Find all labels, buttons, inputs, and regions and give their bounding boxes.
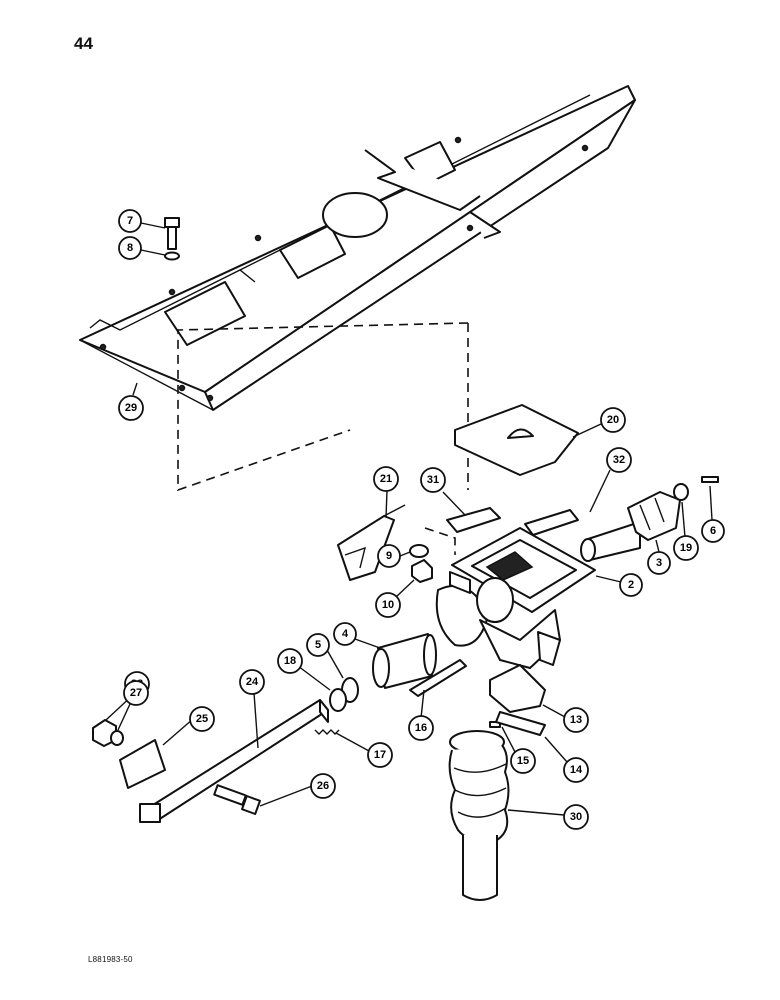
bolt xyxy=(164,217,180,250)
alignment-line xyxy=(177,322,469,492)
svg-text:16: 16 xyxy=(415,722,427,734)
svg-text:15: 15 xyxy=(517,755,529,767)
svg-text:26: 26 xyxy=(317,780,329,792)
callout-10: 10 xyxy=(375,592,401,618)
callout-13: 13 xyxy=(563,707,589,733)
callout-27: 27 xyxy=(123,680,149,706)
svg-text:4: 4 xyxy=(342,628,349,640)
bolt xyxy=(213,784,261,815)
svg-text:25: 25 xyxy=(196,713,208,725)
washer xyxy=(164,251,180,261)
callout-18: 18 xyxy=(277,648,303,674)
callout-17: 17 xyxy=(367,742,393,768)
svg-text:19: 19 xyxy=(680,542,692,554)
washer xyxy=(110,730,124,746)
page-number: 44 xyxy=(74,34,93,53)
callout-7: 7 xyxy=(118,209,142,233)
retaining-ring xyxy=(673,483,689,501)
svg-text:32: 32 xyxy=(613,454,625,466)
callout-3: 3 xyxy=(647,551,671,575)
callout-26: 26 xyxy=(310,773,336,799)
svg-text:7: 7 xyxy=(127,215,133,227)
svg-text:13: 13 xyxy=(570,714,582,726)
drive-shaft-coupling xyxy=(580,491,681,562)
callout-32: 32 xyxy=(606,447,632,473)
svg-text:17: 17 xyxy=(374,749,386,761)
svg-text:31: 31 xyxy=(427,474,439,486)
callout-2: 2 xyxy=(619,573,643,597)
callout-29: 29 xyxy=(118,395,144,421)
rubber-boot xyxy=(448,730,510,901)
spring xyxy=(314,729,340,735)
lever xyxy=(489,664,546,713)
callout-30: 30 xyxy=(563,804,589,830)
callout-25: 25 xyxy=(189,706,215,732)
callout-5: 5 xyxy=(306,633,330,657)
callout-24: 24 xyxy=(239,669,265,695)
clip xyxy=(119,739,166,789)
mounting-channel xyxy=(79,85,636,411)
callout-6: 6 xyxy=(701,519,725,543)
cover-plate xyxy=(454,404,579,476)
svg-text:20: 20 xyxy=(607,414,619,426)
callout-21: 21 xyxy=(373,466,399,492)
gearbox-housing xyxy=(435,527,596,669)
callout-31: 31 xyxy=(420,467,446,493)
nut xyxy=(411,559,433,583)
callout-8: 8 xyxy=(118,236,142,260)
svg-text:2: 2 xyxy=(628,579,634,591)
callout-14: 14 xyxy=(563,757,589,783)
callout-9: 9 xyxy=(377,544,401,568)
figure-code: L881983-50 xyxy=(88,955,133,964)
callout-15: 15 xyxy=(510,748,536,774)
svg-text:8: 8 xyxy=(127,242,133,254)
svg-text:10: 10 xyxy=(382,599,394,611)
control-rod xyxy=(139,699,329,823)
callout-19: 19 xyxy=(673,535,699,561)
svg-text:27: 27 xyxy=(130,687,142,699)
svg-text:29: 29 xyxy=(125,402,137,414)
callout-16: 16 xyxy=(408,715,434,741)
leader-lines xyxy=(105,222,713,816)
plate xyxy=(495,711,546,736)
svg-text:9: 9 xyxy=(386,550,392,562)
cotter-pin xyxy=(409,659,467,697)
svg-text:24: 24 xyxy=(246,676,259,688)
svg-text:6: 6 xyxy=(710,525,716,537)
svg-text:18: 18 xyxy=(284,655,296,667)
shim xyxy=(524,509,579,536)
svg-text:3: 3 xyxy=(656,557,662,569)
bracket xyxy=(337,504,406,581)
washer xyxy=(409,544,429,558)
callout-20: 20 xyxy=(600,407,626,433)
svg-text:5: 5 xyxy=(315,639,321,651)
svg-text:21: 21 xyxy=(380,473,392,485)
svg-text:30: 30 xyxy=(570,811,582,823)
pin xyxy=(701,476,719,483)
callout-4: 4 xyxy=(333,622,357,646)
shim xyxy=(446,507,501,533)
ring xyxy=(329,688,347,712)
svg-text:14: 14 xyxy=(570,764,583,776)
